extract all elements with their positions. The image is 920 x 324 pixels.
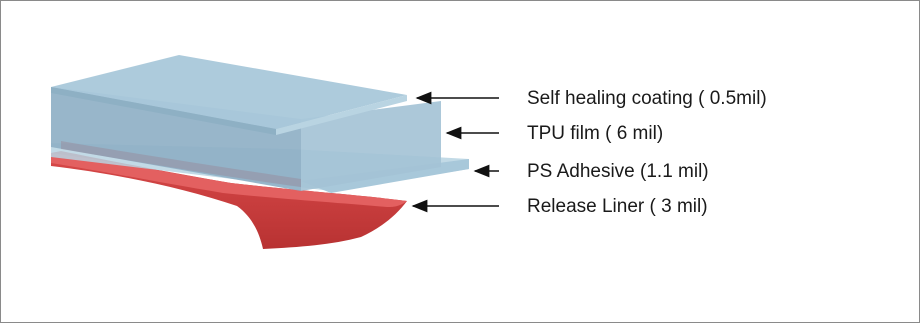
- leader-arrows: [411, 91, 499, 213]
- label-adhesive: PS Adhesive (1.1 mil): [527, 161, 709, 182]
- release-liner-layer: [51, 151, 407, 249]
- label-release-liner: Release Liner ( 3 mil): [527, 196, 708, 217]
- coating-layer: [51, 55, 407, 135]
- label-tpu-film: TPU film ( 6 mil): [527, 123, 664, 144]
- label-coating: Self healing coating ( 0.5mil): [527, 88, 767, 109]
